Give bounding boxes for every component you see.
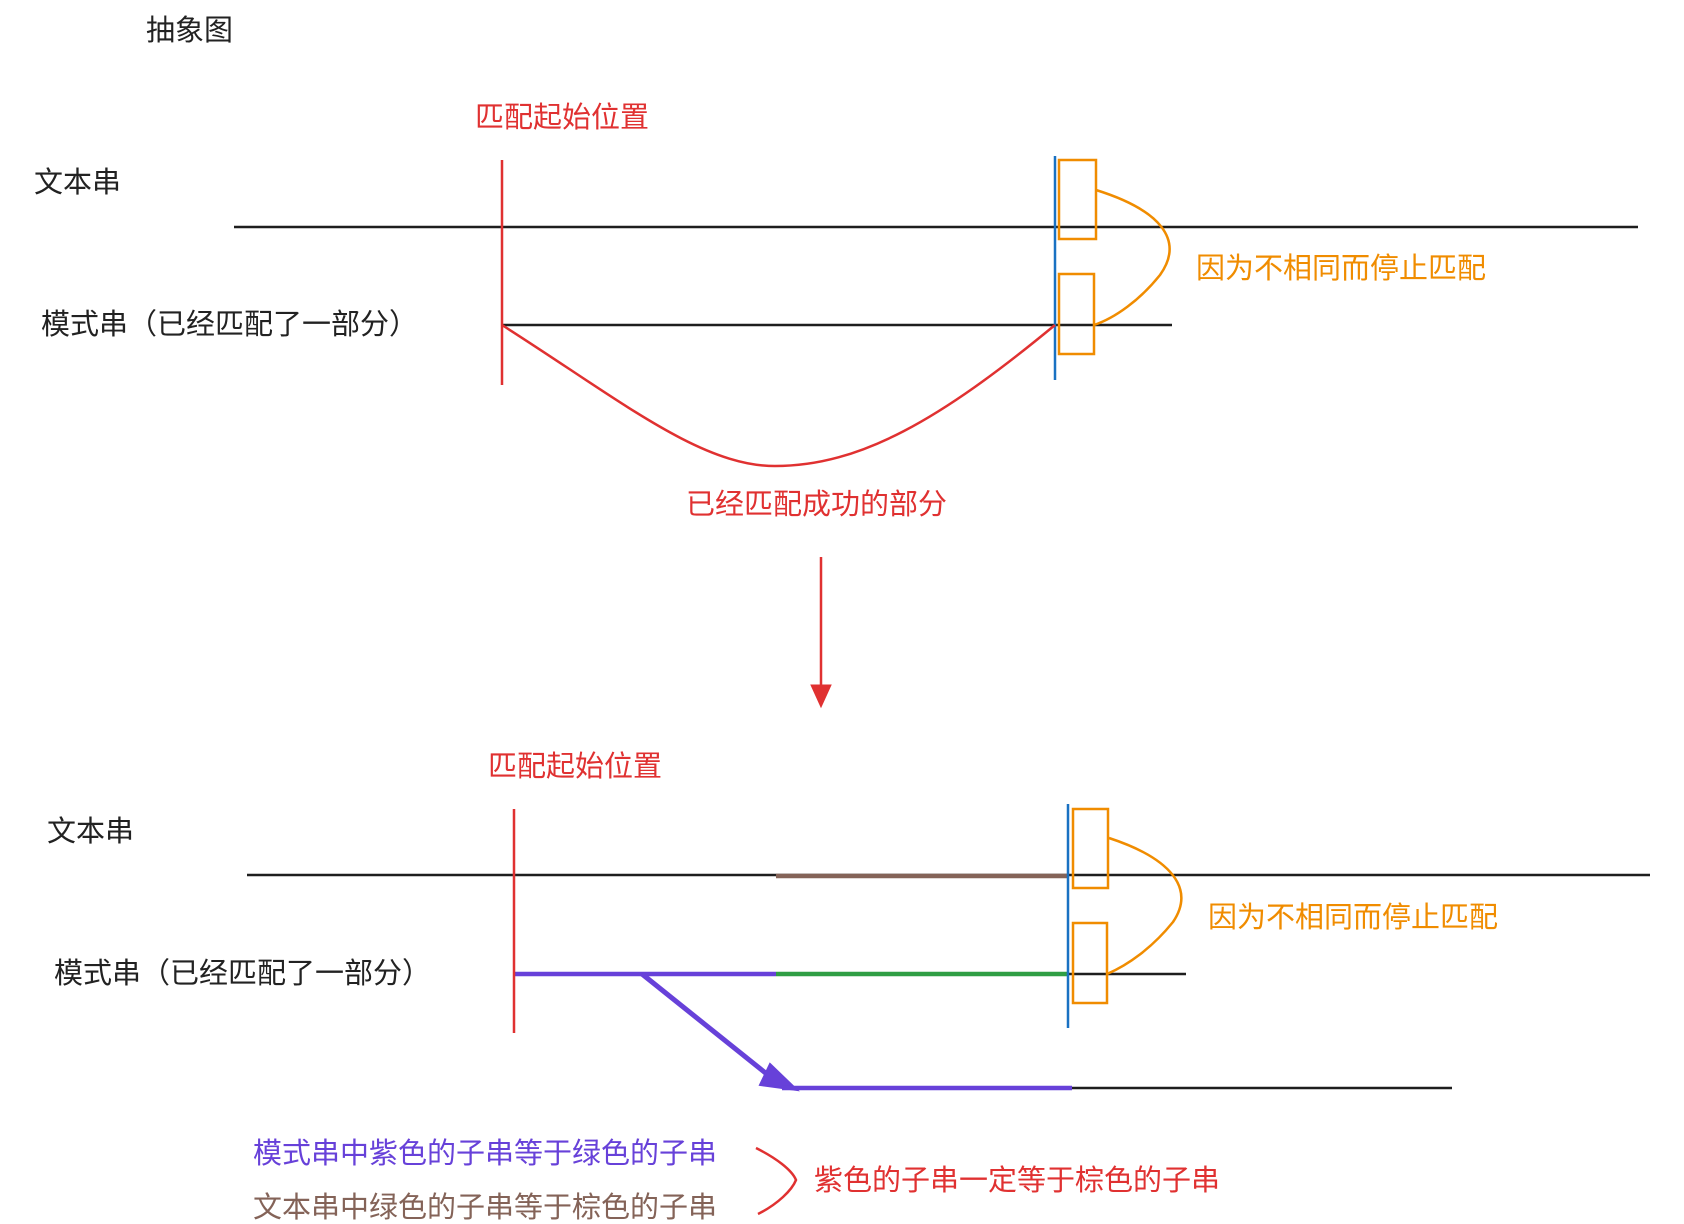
bottom-pattern-string-label: 模式串（已经匹配了一部分）: [54, 956, 432, 990]
top-pattern-mismatch-box: [1057, 272, 1096, 356]
top-text-mismatch-box: [1057, 158, 1098, 241]
shift-arrow: [640, 972, 780, 1085]
transition-arrow-head: [810, 684, 832, 709]
bottom-mismatch-label: 因为不相同而停止匹配: [1208, 900, 1499, 934]
note-conclusion: 紫色的子串一定等于棕色的子串: [814, 1163, 1221, 1197]
top-matched-curve: [501, 323, 1056, 468]
page-title: 抽象图: [146, 13, 234, 47]
top-pattern-string-label: 模式串（已经匹配了一部分）: [41, 307, 419, 341]
shift-arrow-head: [758, 1062, 800, 1092]
bottom-text-mismatch-box: [1071, 807, 1110, 890]
note-green-equals-brown: 文本串中绿色的子串等于棕色的子串: [253, 1190, 718, 1224]
notes-brace: [755, 1146, 798, 1216]
top-text-string-label: 文本串: [34, 165, 122, 199]
bottom-start-label: 匹配起始位置: [488, 749, 663, 783]
note-purple-equals-green: 模式串中紫色的子串等于绿色的子串: [253, 1136, 718, 1170]
top-mismatch-label: 因为不相同而停止匹配: [1196, 251, 1487, 285]
bottom-mismatch-brace: [1106, 836, 1183, 976]
top-matched-label: 已经匹配成功的部分: [686, 487, 948, 521]
top-start-label: 匹配起始位置: [475, 100, 650, 134]
top-mismatch-brace: [1093, 188, 1171, 327]
bottom-text-string-label: 文本串: [47, 814, 135, 848]
bottom-pattern-mismatch-box: [1071, 921, 1109, 1005]
